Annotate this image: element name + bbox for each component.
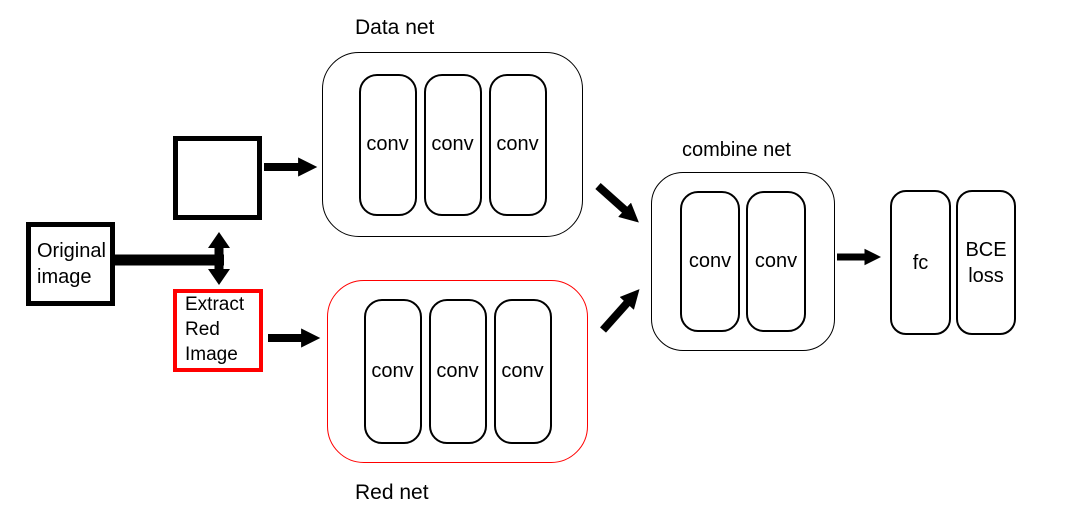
red-net-conv-1: conv: [363, 299, 422, 444]
data-net-conv-1: conv: [358, 73, 417, 216]
red-net-label: Red net: [355, 481, 429, 504]
data-net-conv-2: conv: [423, 73, 482, 216]
data-net-conv-3: conv: [488, 73, 547, 216]
double-arrow-junction: [208, 232, 230, 285]
red-net-container: conv conv conv: [327, 280, 588, 463]
image-input-box: [173, 136, 262, 220]
data-net-container: conv conv conv: [322, 52, 583, 237]
fc-label: fc: [912, 251, 929, 274]
bce-loss-box: BCE loss: [956, 190, 1016, 335]
red-net-conv-3: conv: [493, 299, 552, 444]
fc-box: fc: [890, 190, 951, 335]
data-net-label: Data net: [355, 16, 435, 39]
original-image-line1: Original: [37, 239, 106, 262]
combine-net-container: conv conv: [651, 172, 835, 351]
extract-red-line2: Red: [185, 319, 220, 341]
bce-loss-line2: loss: [968, 264, 1004, 287]
extract-red-line3: Image: [185, 343, 238, 365]
arrow-rednet-to-combinenet: [600, 289, 640, 333]
bce-loss-line1: BCE: [965, 238, 1007, 261]
original-image-box: Original image: [26, 222, 115, 306]
original-image-line2: image: [37, 266, 92, 288]
combine-net-label: combine net: [682, 139, 791, 161]
extract-red-image-box: Extract Red Image: [173, 289, 263, 372]
red-net-conv-2: conv: [428, 299, 487, 444]
arrow-datanet-to-combinenet: [595, 183, 639, 223]
combine-net-conv-1: conv: [680, 191, 740, 332]
combine-net-conv-2: conv: [746, 191, 806, 332]
extract-red-line1: Extract: [185, 294, 245, 316]
